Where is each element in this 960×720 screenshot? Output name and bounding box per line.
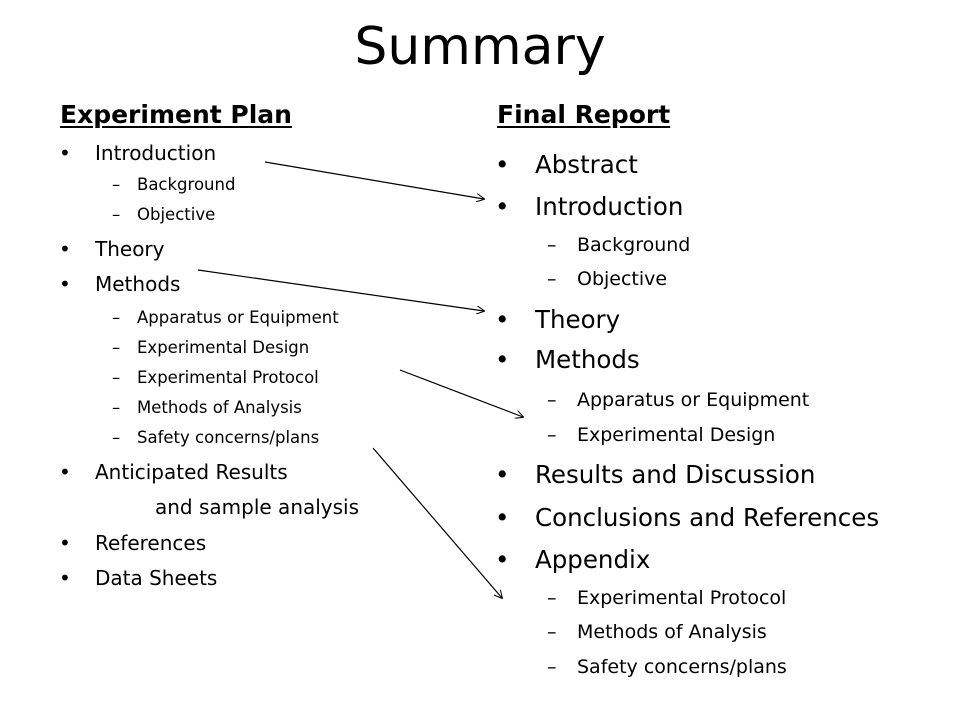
right-item-abstract: • Abstract (495, 150, 638, 179)
dash-marker: – (547, 424, 557, 446)
left-subitem-objective: – Objective (112, 205, 216, 224)
arrow-safety-concerns (372, 447, 502, 598)
left-item-text: Background (137, 175, 236, 194)
dash-marker: – (547, 621, 557, 643)
left-item-introduction: • Introduction (59, 141, 217, 165)
left-item-references: • References (59, 531, 207, 555)
right-subitem-safety: – Safety concerns/plans (547, 656, 787, 678)
dash-marker: – (112, 308, 121, 327)
left-item-text: Methods (95, 272, 181, 296)
right-subitem-methods-of-analysis: – Methods of Analysis (547, 621, 767, 643)
right-subitem-experimental-design: – Experimental Design (547, 424, 776, 446)
left-item-theory: • Theory (59, 237, 165, 261)
dash-marker: – (112, 175, 121, 194)
right-item-conclusions-and-references: • Conclusions and References (495, 503, 880, 532)
left-item-text: Objective (137, 205, 216, 224)
dash-marker: – (112, 338, 121, 357)
right-item-theory: • Theory (495, 305, 621, 334)
bullet-marker: • (59, 272, 71, 296)
left-subitem-experimental-protocol: – Experimental Protocol (112, 368, 319, 387)
left-item-text: Anticipated Results (95, 460, 288, 484)
right-item-text: Methods (535, 345, 640, 374)
right-item-methods: • Methods (495, 345, 640, 374)
dash-marker: – (112, 398, 121, 417)
right-subitem-apparatus: – Apparatus or Equipment (547, 389, 810, 411)
left-item-text: Experimental Protocol (137, 368, 319, 387)
arrow-methods (197, 269, 484, 311)
bullet-marker: • (495, 545, 510, 574)
final-report-heading: Final Report (497, 100, 671, 129)
bullet-marker: • (495, 460, 510, 489)
left-item-text: Methods of Analysis (137, 398, 302, 417)
right-item-text: Theory (535, 305, 621, 334)
left-item-text: Apparatus or Equipment (137, 308, 339, 327)
right-item-text: Experimental Design (577, 424, 776, 446)
left-subitem-background: – Background (112, 175, 236, 194)
right-item-text: Abstract (535, 150, 638, 179)
left-item-text: Introduction (95, 141, 217, 165)
bullet-marker: • (59, 566, 71, 590)
bullet-marker: • (495, 192, 510, 221)
left-item-text: Data Sheets (95, 566, 218, 590)
right-subitem-background: – Background (547, 234, 691, 256)
left-subitem-apparatus: – Apparatus or Equipment (112, 308, 339, 327)
left-item-text: Safety concerns/plans (137, 428, 320, 447)
right-item-text: Safety concerns/plans (577, 656, 787, 678)
dash-marker: – (547, 389, 557, 411)
arrow-experimental-protocol (399, 369, 523, 417)
left-item-methods: • Methods (59, 272, 181, 296)
right-item-text: Conclusions and References (535, 503, 880, 532)
bullet-marker: • (495, 345, 510, 374)
experiment-plan-heading: Experiment Plan (60, 100, 292, 129)
bullet-marker: • (59, 141, 71, 165)
bullet-marker: • (495, 305, 510, 334)
bullet-marker: • (59, 237, 71, 261)
bullet-marker: • (59, 531, 71, 555)
right-item-introduction: • Introduction (495, 192, 684, 221)
left-subitem-experimental-design: – Experimental Design (112, 338, 310, 357)
left-item-data-sheets: • Data Sheets (59, 566, 218, 590)
right-item-appendix: • Appendix (495, 545, 651, 574)
right-item-text: Experimental Protocol (577, 587, 787, 609)
dash-marker: – (112, 368, 121, 387)
bullet-marker: • (495, 150, 510, 179)
right-item-text: Appendix (535, 545, 651, 574)
left-item-text: and sample analysis (155, 495, 360, 519)
right-item-results-and-discussion: • Results and Discussion (495, 460, 816, 489)
slide-title: Summary (354, 17, 606, 77)
left-item-text: Theory (95, 237, 165, 261)
left-item-anticipated-results-continuation: and sample analysis (155, 495, 359, 519)
dash-marker: – (547, 268, 557, 290)
left-item-text: Experimental Design (137, 338, 310, 357)
right-subitem-experimental-protocol: – Experimental Protocol (547, 587, 787, 609)
left-subitem-safety: – Safety concerns/plans (112, 428, 320, 447)
right-item-text: Methods of Analysis (577, 621, 767, 643)
bullet-marker: • (59, 460, 71, 484)
left-item-text: References (95, 531, 207, 555)
dash-marker: – (547, 587, 557, 609)
right-item-text: Results and Discussion (535, 460, 816, 489)
bullet-marker: • (495, 503, 510, 532)
dash-marker: – (112, 205, 121, 224)
right-subitem-objective: – Objective (547, 268, 668, 290)
right-item-text: Background (577, 234, 691, 256)
dash-marker: – (547, 234, 557, 256)
left-subitem-methods-of-analysis: – Methods of Analysis (112, 398, 302, 417)
left-item-anticipated-results: • Anticipated Results (59, 460, 288, 484)
arrow-introduction (264, 161, 484, 199)
right-item-text: Introduction (535, 192, 684, 221)
dash-marker: – (547, 656, 557, 678)
right-item-text: Objective (577, 268, 668, 290)
right-item-text: Apparatus or Equipment (577, 389, 810, 411)
dash-marker: – (112, 428, 121, 447)
